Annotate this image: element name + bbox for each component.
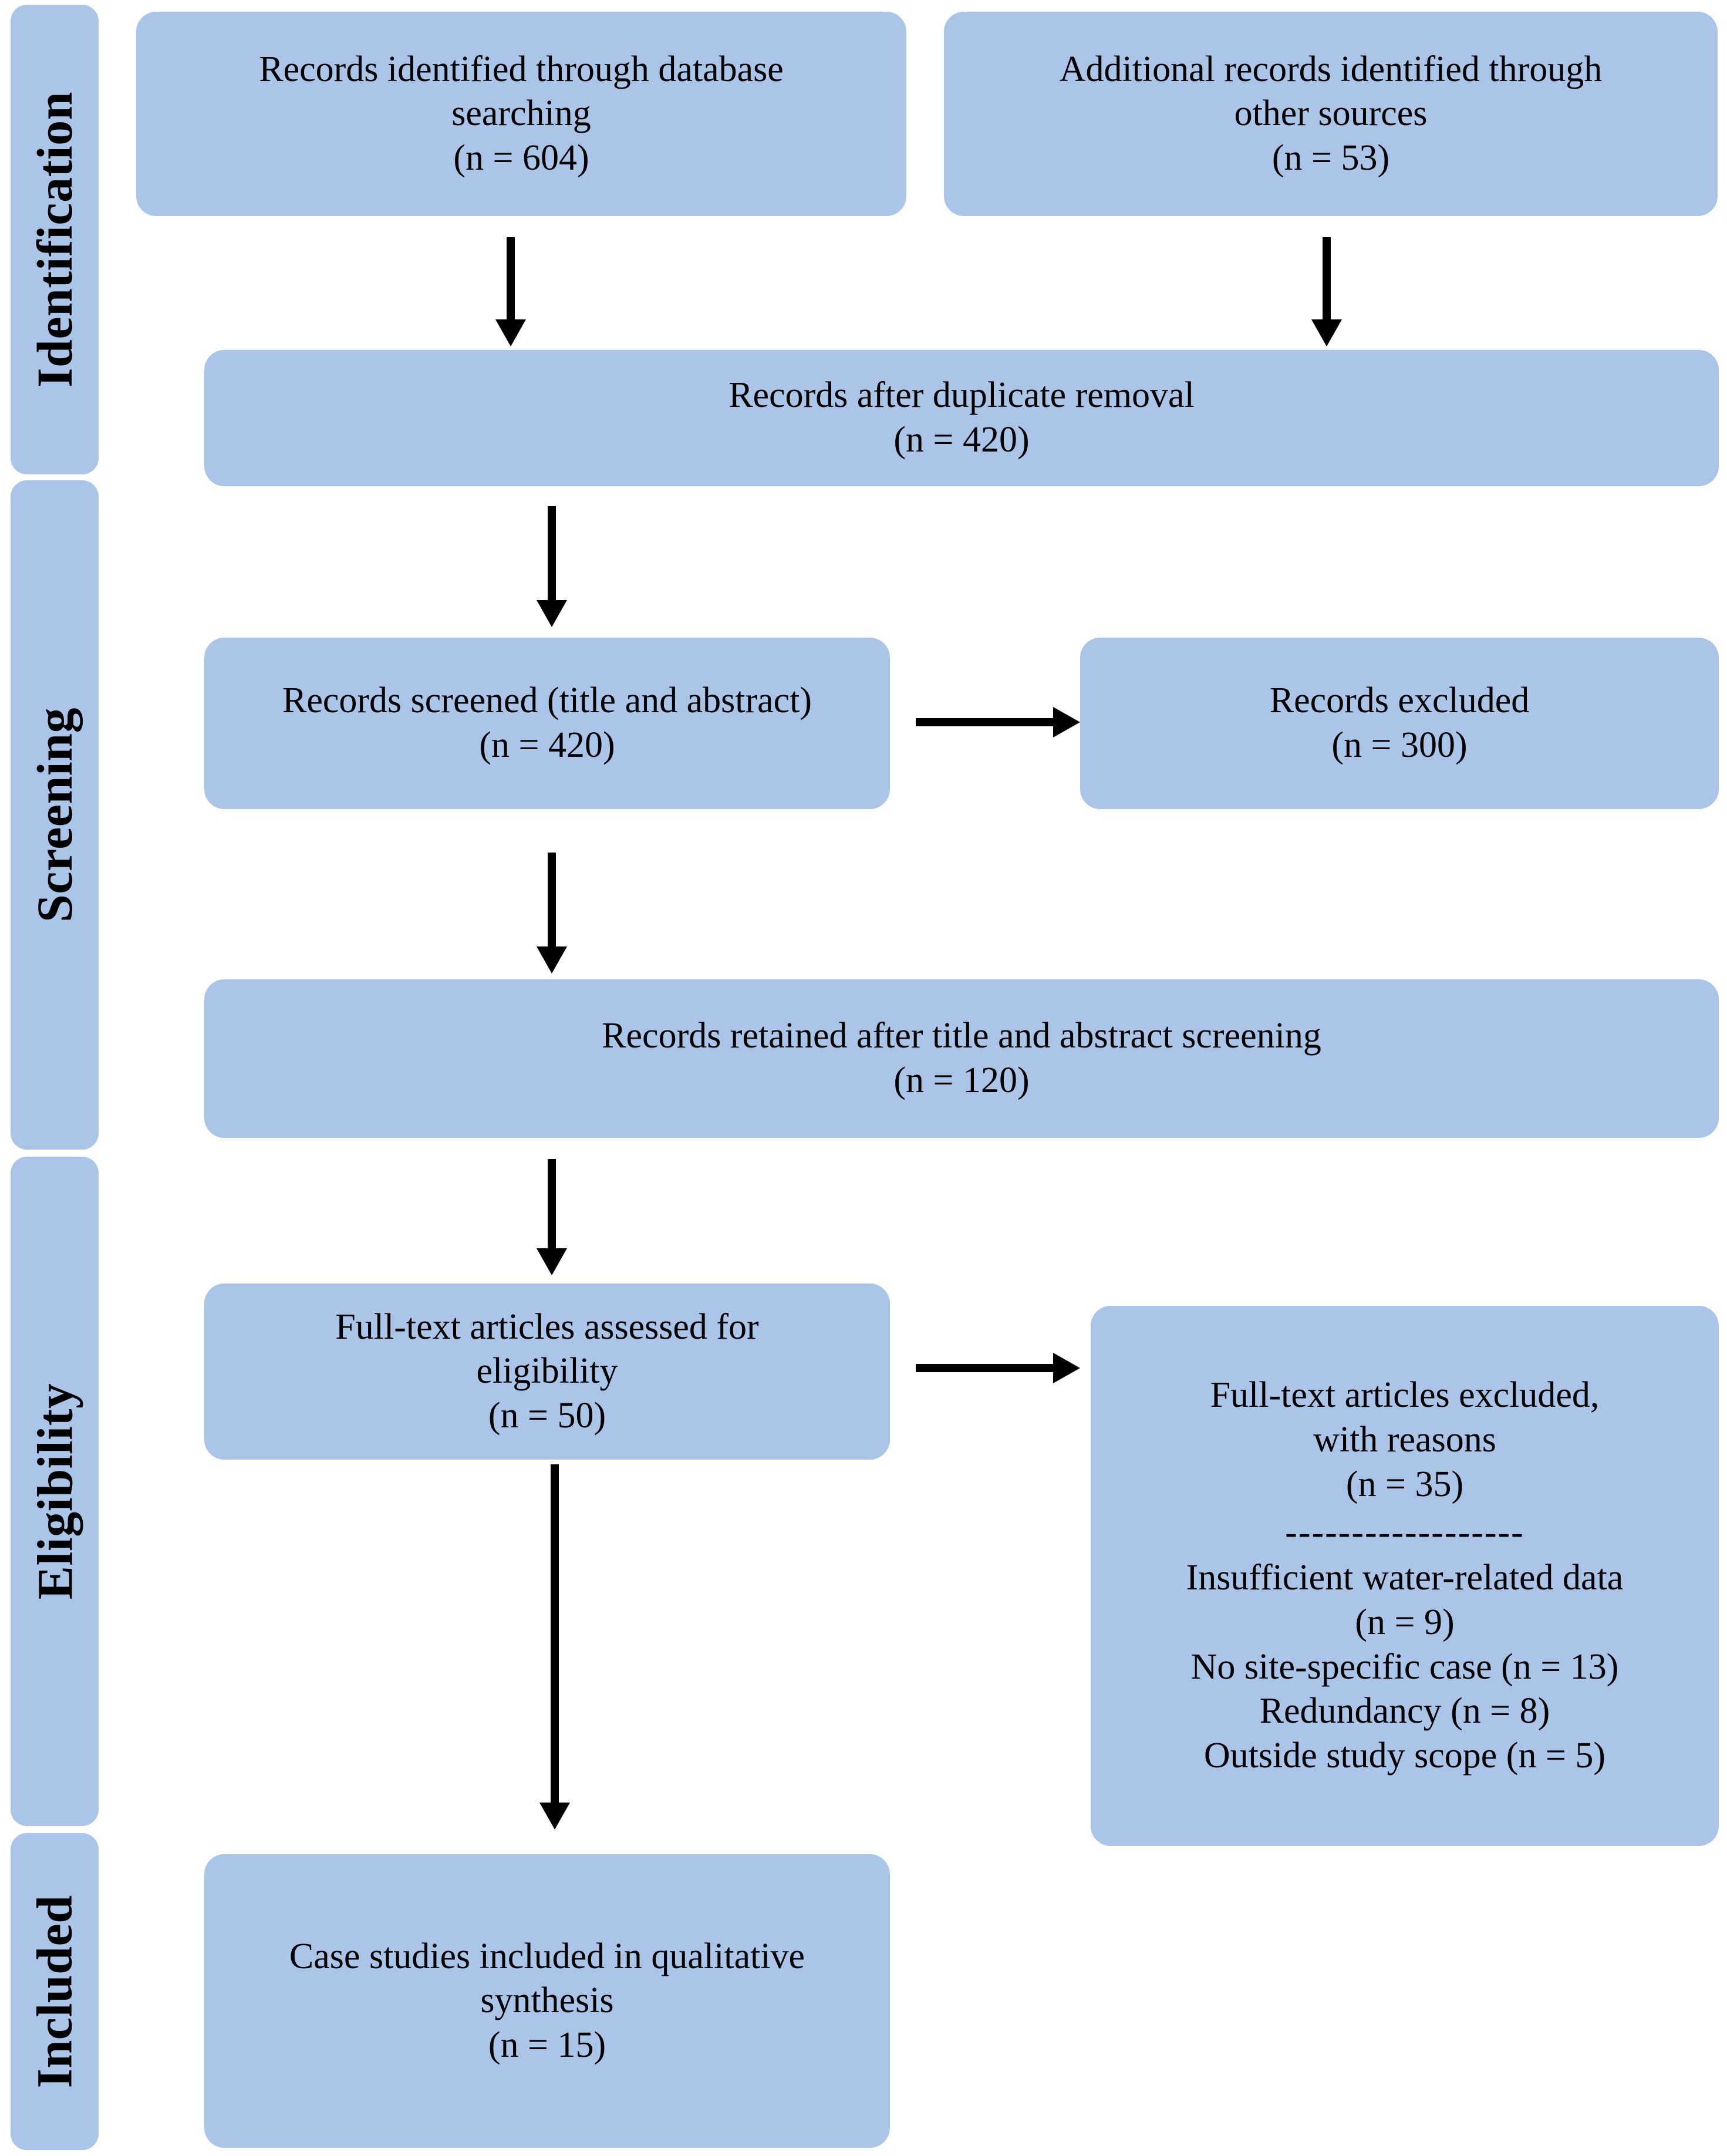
arrow-shaft: [548, 506, 556, 600]
box-after-duplicates-text: Records after duplicate removal (n = 420…: [728, 375, 1195, 460]
fulltext-excluded-divider: ------------------: [1285, 1512, 1524, 1553]
stage-label-eligibility: Eligibility: [26, 1383, 83, 1600]
box-after-duplicates: Records after duplicate removal (n = 420…: [204, 350, 1719, 486]
box-records-identified-text: Records identified through database sear…: [259, 49, 784, 178]
box-additional-records-text: Additional records identified through ot…: [1059, 49, 1603, 178]
stage-label-screening: Screening: [26, 707, 83, 923]
arrow-retained-to-fulltext: [534, 1159, 569, 1275]
arrow-shaft: [1323, 237, 1331, 319]
box-included-studies: Case studies included in qualitative syn…: [204, 1854, 890, 2148]
arrow-shaft: [551, 1464, 559, 1803]
arrow-identified-to-duplicates: [493, 237, 528, 346]
arrow-shaft: [916, 718, 1055, 726]
stage-band-identification: Identification: [11, 5, 99, 474]
arrow-head: [537, 946, 567, 973]
box-records-excluded-text: Records excluded (n = 300): [1269, 681, 1530, 765]
fulltext-excluded-heading: Full-text articles excluded, with reason…: [1210, 1375, 1600, 1504]
fulltext-excluded-reasons: Insufficient water-related data (n = 9) …: [1186, 1558, 1624, 1776]
box-fulltext-assessed: Full-text articles assessed for eligibil…: [204, 1284, 890, 1460]
box-records-screened-text: Records screened (title and abstract) (n…: [282, 681, 812, 765]
box-records-excluded: Records excluded (n = 300): [1080, 638, 1719, 809]
arrow-shaft: [916, 1364, 1055, 1372]
arrow-screened-to-excluded: [916, 705, 1080, 740]
arrow-head: [1311, 319, 1342, 346]
stage-band-eligibility: Eligibility: [11, 1157, 99, 1826]
box-additional-records: Additional records identified through ot…: [944, 12, 1718, 216]
box-records-retained-text: Records retained after title and abstrac…: [602, 1016, 1321, 1100]
arrow-head: [495, 319, 526, 346]
box-fulltext-excluded: Full-text articles excluded, with reason…: [1091, 1306, 1719, 1846]
fulltext-excluded-content: Full-text articles excluded, with reason…: [1106, 1373, 1704, 1778]
arrow-head: [539, 1803, 570, 1830]
arrow-fulltext-to-excluded: [916, 1350, 1080, 1386]
box-records-retained: Records retained after title and abstrac…: [204, 979, 1719, 1138]
arrow-fulltext-to-included: [537, 1464, 572, 1830]
arrow-additional-to-duplicates: [1309, 237, 1344, 346]
arrow-shaft: [507, 237, 515, 319]
box-included-studies-text: Case studies included in qualitative syn…: [289, 1936, 805, 2065]
arrow-shaft: [548, 853, 556, 946]
stage-label-identification: Identification: [26, 92, 83, 388]
box-fulltext-assessed-text: Full-text articles assessed for eligibil…: [335, 1306, 759, 1436]
arrow-head: [1053, 1353, 1080, 1383]
arrow-shaft: [548, 1159, 556, 1248]
arrow-screened-to-retained: [534, 853, 569, 973]
box-records-screened: Records screened (title and abstract) (n…: [204, 638, 890, 809]
box-records-identified: Records identified through database sear…: [136, 12, 906, 216]
arrow-head: [1053, 707, 1080, 737]
stage-band-included: Included: [11, 1833, 99, 2150]
stage-label-included: Included: [26, 1895, 83, 2088]
stage-band-screening: Screening: [11, 480, 99, 1150]
arrow-head: [537, 1248, 567, 1275]
arrow-duplicates-to-screened: [534, 506, 569, 627]
arrow-head: [537, 600, 567, 627]
